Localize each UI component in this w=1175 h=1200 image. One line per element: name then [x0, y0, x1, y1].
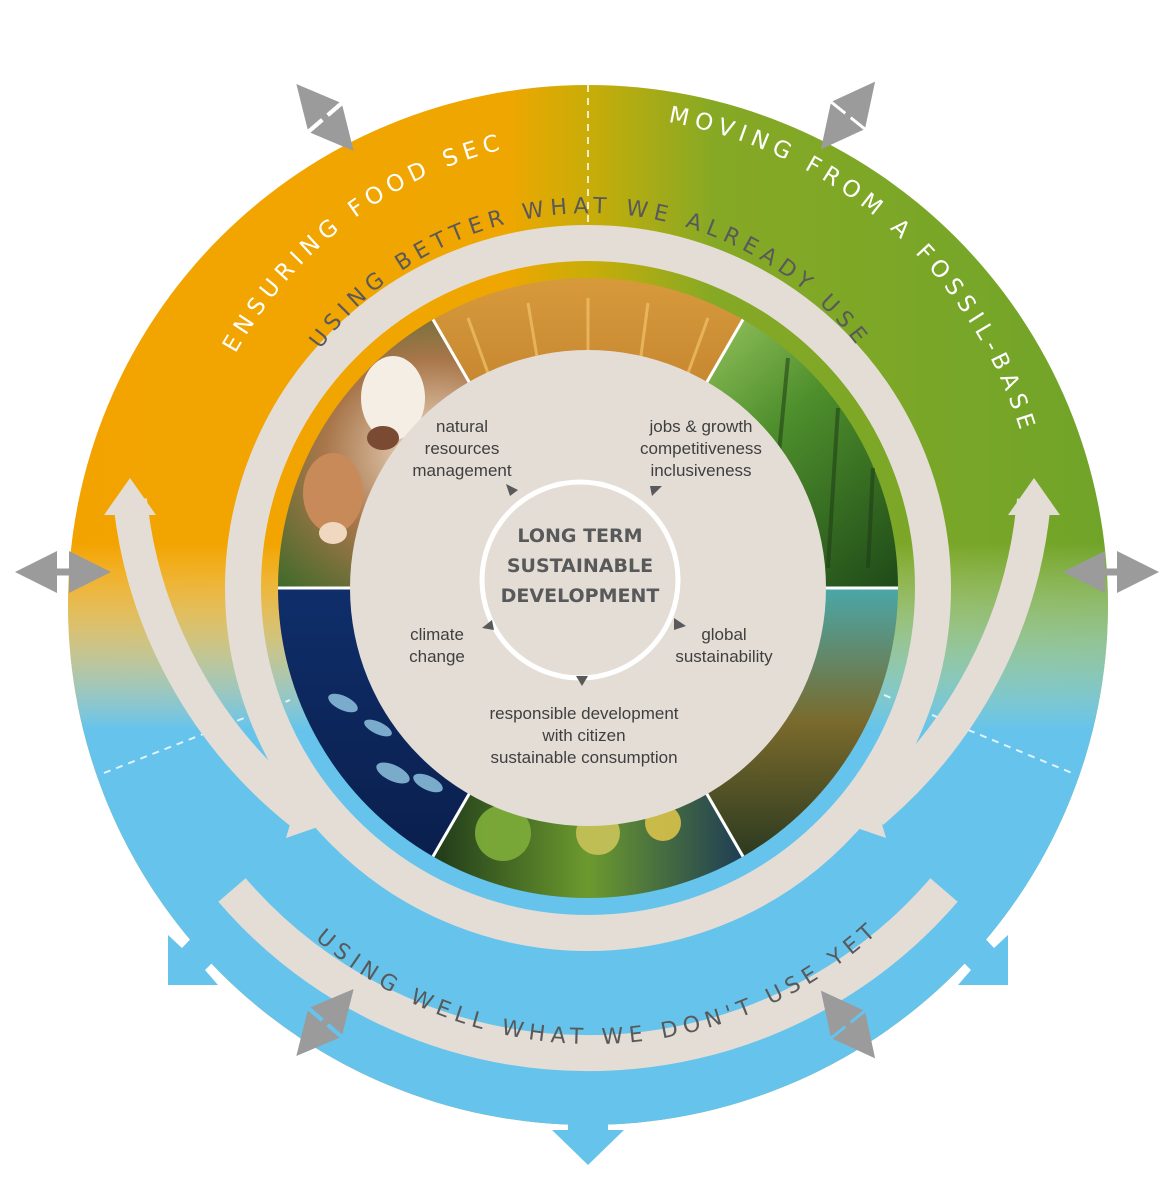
arrow-left-up	[104, 478, 156, 515]
topic-responsible-2: with citizen	[541, 726, 625, 745]
outward-arrows	[168, 910, 1008, 1165]
center-title-line2: SUSTAINABLE	[507, 555, 653, 577]
gray-arrow-top-right	[820, 81, 876, 150]
pointer-jobs	[650, 486, 662, 496]
pointer-responsible	[576, 676, 588, 686]
topic-jobs-1: jobs & growth	[649, 417, 753, 436]
topic-jobs-3: inclusiveness	[650, 461, 751, 480]
inner-band	[225, 225, 951, 951]
pointer-climate	[482, 620, 494, 630]
topic-jobs-2: competitiveness	[640, 439, 762, 458]
topic-global-1: global	[701, 625, 746, 644]
arrow-right-up	[1008, 478, 1060, 515]
arrow-right-down	[834, 790, 886, 838]
arrow-left-down	[286, 790, 338, 838]
topic-natural-1: natural	[436, 417, 488, 436]
gray-arrow-top-left	[296, 84, 354, 151]
arrow-out-bottom-right	[936, 910, 1008, 985]
topic-responsible-1: responsible development	[489, 704, 678, 723]
topic-responsible-3: sustainable consumption	[490, 748, 677, 767]
center-title-line3: DEVELOPMENT	[501, 585, 660, 607]
inner-band-right-arc	[861, 498, 1051, 826]
arrow-out-bottom-left	[168, 910, 240, 985]
pointer-global	[674, 618, 686, 630]
topic-global-2: sustainability	[675, 647, 773, 666]
center-title-line1: LONG TERM	[517, 525, 642, 547]
gray-arrow-bottom-left	[296, 989, 354, 1056]
arrow-out-bottom	[552, 1080, 624, 1165]
gray-arrow-bottom-right	[820, 990, 876, 1059]
topic-natural-2: resources	[425, 439, 500, 458]
center-circle	[479, 479, 681, 681]
divider-right	[871, 689, 1073, 774]
inner-band-left-arc	[113, 498, 311, 826]
topic-climate-2: change	[409, 647, 465, 666]
topic-natural-3: management	[412, 461, 512, 480]
pointer-natural	[506, 484, 518, 496]
topic-climate-1: climate	[410, 625, 464, 644]
gray-double-arrows	[15, 81, 1159, 1059]
bottom-band-arc	[218, 878, 958, 1072]
